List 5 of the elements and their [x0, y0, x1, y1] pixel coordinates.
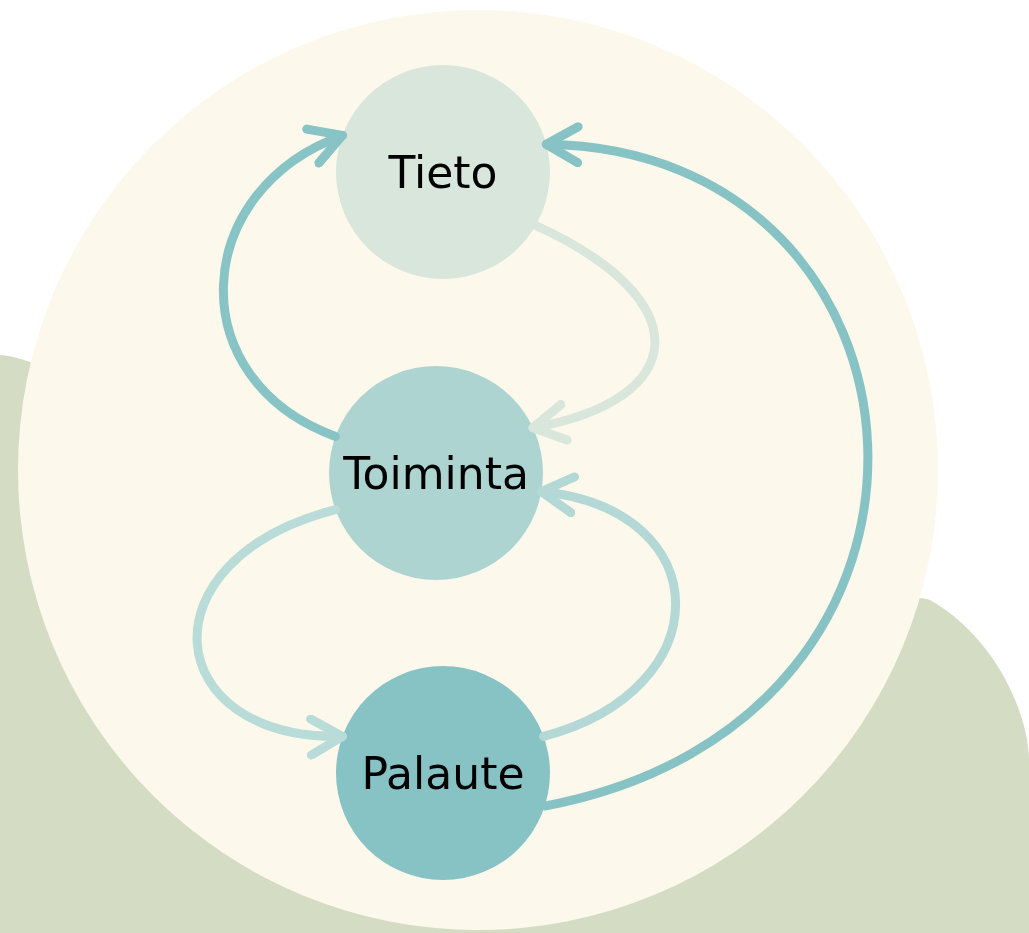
node-label: Toiminta [343, 447, 529, 499]
node-label: Tieto [388, 146, 498, 198]
curved-arrow [219, 127, 347, 441]
curved-arrow [192, 505, 347, 757]
node-label: Palaute [361, 747, 525, 799]
